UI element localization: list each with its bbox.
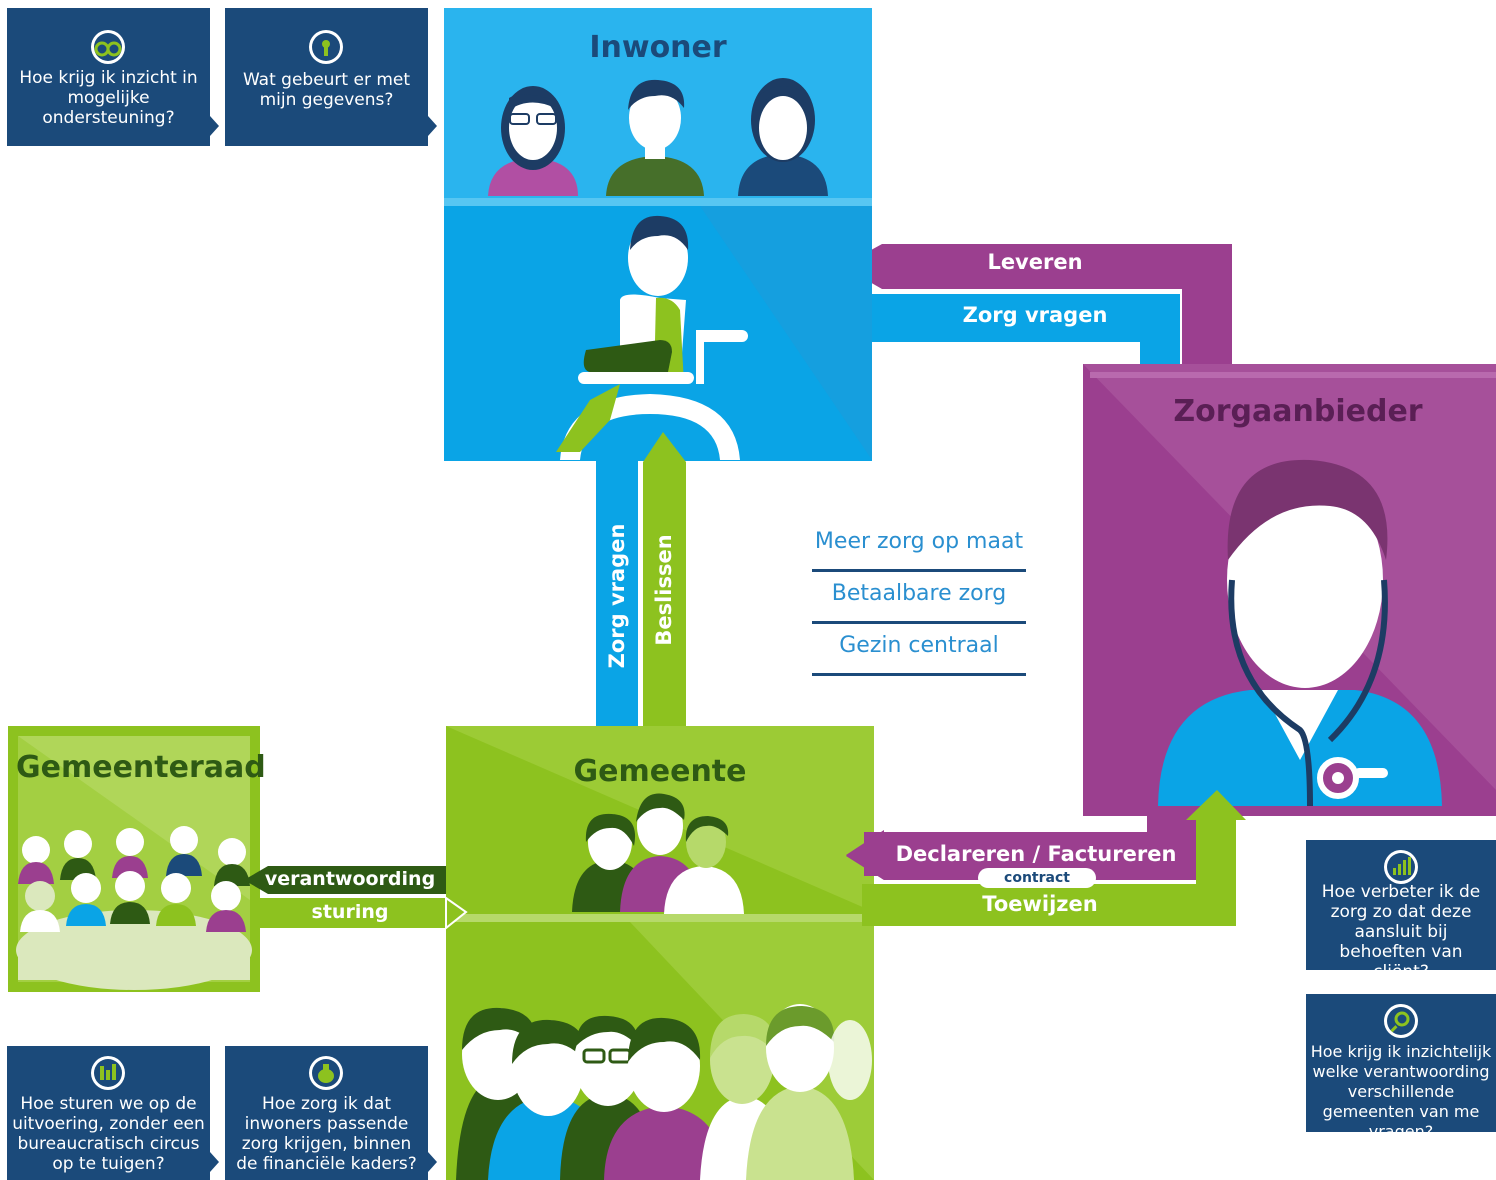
themes-list: Meer zorg op maat Betaalbare zorg Gezin … [812, 522, 1026, 678]
declareren-label: Declareren / Factureren [895, 842, 1177, 866]
question-text: Hoe zorg ik dat inwoners passende zorg k… [236, 1094, 417, 1174]
magnifier-icon [1384, 1004, 1418, 1038]
wheelchair-user-icon [556, 215, 748, 460]
zorgaanbieder-title: Zorgaanbieder [1173, 394, 1423, 429]
question-text: Hoe krijg ik inzicht in mogelijke onders… [19, 68, 198, 128]
inwoner-person-glasses-icon [488, 86, 578, 196]
gemeente-box [446, 726, 874, 1180]
toewijzen-label: Toewijzen [982, 892, 1098, 916]
inwoner-title: Inwoner [589, 30, 727, 65]
sturing-arrow [258, 898, 466, 928]
inwoner-person-woman-icon [738, 78, 828, 196]
gemeente-family-icon [572, 793, 744, 914]
council-members-icon [18, 826, 250, 932]
zorg-vragen-label-vertical: Zorg vragen [605, 523, 629, 669]
inwoner-box [444, 8, 872, 461]
contract-label: contract [978, 868, 1096, 888]
question-box-improve: Hoe verbeter ik de zorg zo dat deze aans… [1306, 840, 1496, 982]
question-text: Hoe krijg ik inzichtelijk welke verantwo… [1310, 1042, 1492, 1141]
beslissen-label: Beslissen [652, 534, 676, 646]
binoculars-icon [91, 30, 125, 64]
money-bag-icon [309, 1056, 343, 1090]
question-box-insight-support: Hoe krijg ik inzicht in mogelijke onders… [7, 8, 219, 146]
doctor-icon [1158, 459, 1442, 807]
zorg-vragen-arrow-top [860, 294, 1195, 398]
growth-chart-icon [1384, 850, 1418, 884]
theme-item: Meer zorg op maat [812, 522, 1026, 572]
question-box-finance: Hoe zorg ik dat inwoners passende zorg k… [225, 1046, 437, 1180]
lock-icon [309, 30, 343, 64]
theme-item: Betaalbare zorg [812, 574, 1026, 624]
chart-hand-icon [91, 1056, 125, 1090]
question-text: Hoe verbeter ik de zorg zo dat deze aans… [1321, 882, 1481, 982]
question-text: Wat gebeurt er met mijn gegevens? [242, 70, 411, 110]
inwoner-person-man-icon [606, 79, 704, 196]
sturing-label: sturing [311, 901, 389, 923]
theme-item: Gezin centraal [812, 626, 1026, 676]
zorg-vragen-label-top: Zorg vragen [962, 303, 1108, 327]
gemeenteraad-title: Gemeenteraad [16, 750, 266, 785]
zorg-vragen-arrow-vertical [584, 436, 650, 756]
question-box-steering: Hoe sturen we op de uitvoering, zonder e… [7, 1046, 219, 1180]
leveren-arrow [842, 244, 1232, 372]
question-box-accountability: Hoe krijg ik inzichtelijk welke verantwo… [1306, 994, 1496, 1141]
gemeenteraad-box [8, 726, 260, 992]
gemeente-crowd-icon [456, 1004, 872, 1180]
question-text: Hoe sturen we op de uitvoering, zonder e… [12, 1094, 205, 1174]
question-box-data: Wat gebeurt er met mijn gegevens? [225, 8, 437, 146]
gemeente-title: Gemeente [573, 754, 747, 789]
verantwoording-arrow [244, 866, 446, 894]
zorgaanbieder-box [1083, 364, 1496, 816]
beslissen-arrow [643, 432, 686, 740]
leveren-label: Leveren [987, 250, 1083, 274]
verantwoording-label: verantwoording [264, 868, 436, 890]
